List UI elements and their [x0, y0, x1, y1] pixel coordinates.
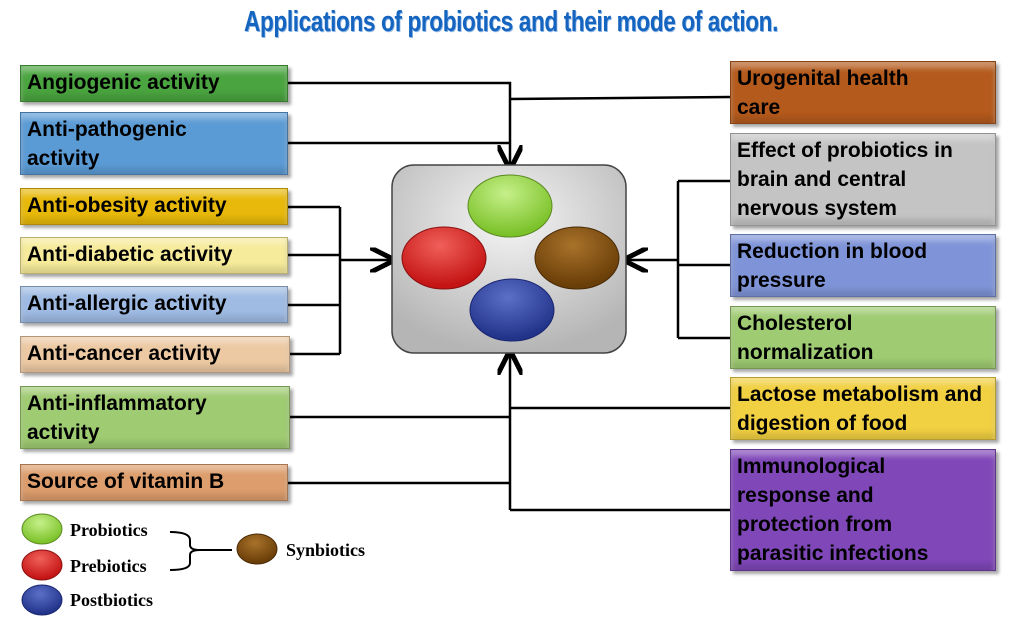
- central-box: [391, 164, 627, 354]
- legend-brace: [169, 531, 201, 571]
- right-box-immunological: Immunological response and protection fr…: [730, 449, 996, 571]
- right-box-blood-pressure: Reduction in blood pressure: [730, 234, 996, 297]
- legend-postbiotics-label: Postbiotics: [70, 590, 153, 610]
- connector-lines: [288, 81, 731, 512]
- right-box-label: Lactose metabolism and digestion of food: [737, 383, 983, 435]
- probiotics-ellipse: [467, 174, 553, 238]
- left-box-label: Source of vitamin B: [27, 470, 225, 493]
- left-box-anti-diabetic: Anti-diabetic activity: [20, 237, 288, 274]
- left-box-label: Anti-allergic activity: [27, 292, 227, 315]
- prebiotics-ellipse: [401, 226, 487, 290]
- legend-probiotics-label: Probiotics: [70, 520, 148, 540]
- right-box-label: Effect of probiotics in brain and centra…: [737, 139, 953, 220]
- right-box-cholesterol: Cholesterol normalization: [730, 306, 996, 369]
- left-box-anti-allergic: Anti-allergic activity: [20, 286, 288, 323]
- left-box-label: Anti-inflammatory activity: [27, 392, 207, 444]
- left-box-label: Anti-diabetic activity: [27, 243, 233, 266]
- right-box-lactose: Lactose metabolism and digestion of food: [730, 377, 996, 440]
- right-box-brain-cns: Effect of probiotics in brain and centra…: [730, 133, 996, 226]
- legend-prebiotics-swatch: [21, 549, 63, 581]
- left-box-anti-inflammatory: Anti-inflammatory activity: [20, 386, 290, 449]
- postbiotics-ellipse: [469, 278, 555, 342]
- legend-synbiotics-swatch: [236, 533, 278, 565]
- legend-synbiotics-label: Synbiotics: [286, 540, 366, 560]
- legend-probiotics-swatch: [21, 513, 63, 545]
- right-box-label: Reduction in blood pressure: [737, 240, 928, 292]
- legend-graphics: [21, 513, 278, 616]
- left-box-label: Angiogenic activity: [27, 71, 220, 94]
- left-box-vitamin-b: Source of vitamin B: [20, 464, 288, 501]
- legend-postbiotics-swatch: [21, 584, 63, 616]
- right-box-label: Urogenital health care: [737, 67, 909, 119]
- right-box-urogenital: Urogenital health care: [730, 61, 996, 124]
- left-box-label: Anti-pathogenic activity: [27, 118, 187, 170]
- page-title: Applications of probiotics and their mod…: [244, 6, 778, 38]
- left-box-anti-pathogenic: Anti-pathogenic activity: [20, 112, 288, 175]
- left-box-anti-cancer: Anti-cancer activity: [20, 336, 290, 373]
- left-box-anti-obesity: Anti-obesity activity: [20, 188, 288, 225]
- right-box-label: Cholesterol normalization: [737, 312, 874, 364]
- left-box-label: Anti-obesity activity: [27, 194, 227, 217]
- left-box-angiogenic: Angiogenic activity: [20, 65, 288, 102]
- left-box-label: Anti-cancer activity: [27, 342, 221, 365]
- legend-prebiotics-label: Prebiotics: [70, 556, 147, 576]
- right-box-label: Immunological response and protection fr…: [737, 455, 929, 565]
- synbiotics-ellipse: [534, 226, 620, 290]
